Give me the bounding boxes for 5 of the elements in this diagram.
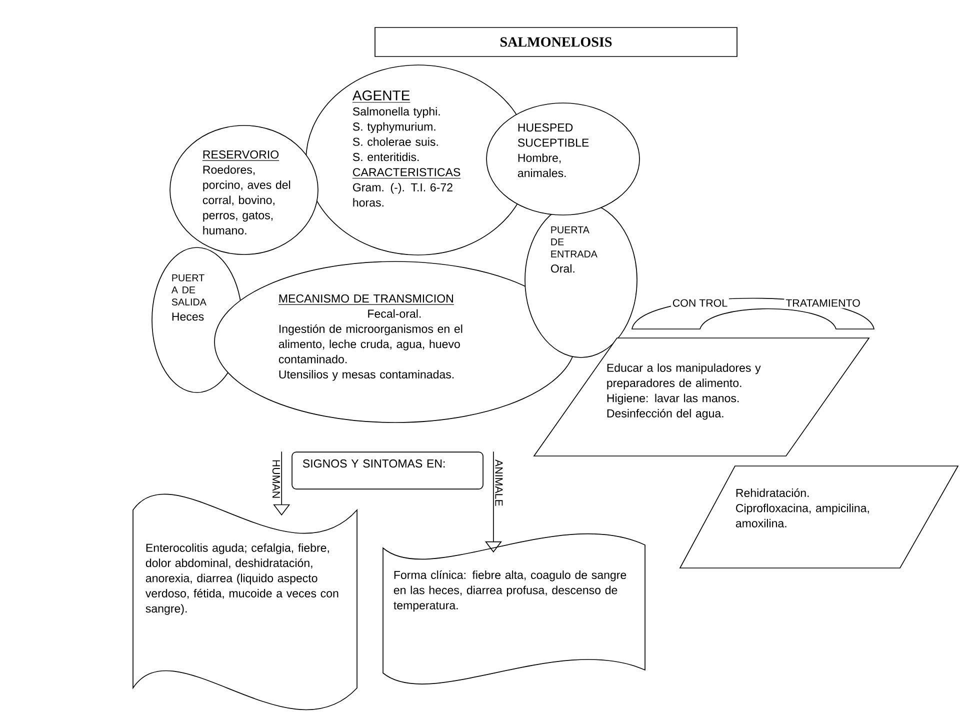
title-box: SALMONELOSIS: [374, 27, 738, 57]
edge-label: ANIMALE: [495, 459, 503, 506]
symptoms-box: SIGNOS Y SINTOMAS EN:: [292, 452, 484, 490]
curved-band: CON TROL TRATAMIENTO: [632, 298, 874, 330]
wave-banner: Forma clínica: fiebre alta, coagulo de sangre en las heces, diarrea profusa, descenso de temperatura.: [382, 534, 646, 684]
